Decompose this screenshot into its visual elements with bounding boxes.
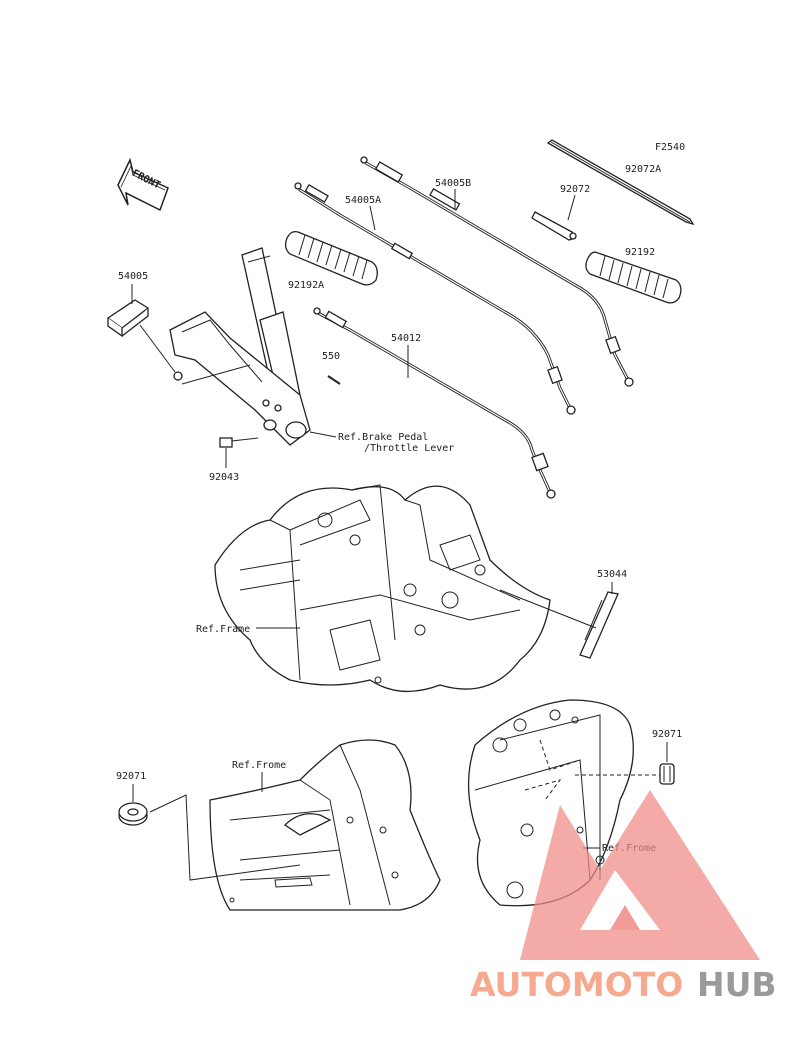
- leader-ref-brake: [309, 431, 337, 438]
- lever-bracket-assembly: [169, 247, 311, 446]
- leader-53044-frame: [499, 589, 597, 629]
- watermark-hub: HUB: [697, 965, 777, 1004]
- pad-53044: [579, 591, 619, 659]
- frame-lower-right: [467, 699, 634, 907]
- grip-92192: [585, 251, 682, 304]
- ref-throttle-lever: /Throttle Lever: [364, 443, 454, 454]
- pin-550: [327, 375, 341, 385]
- label-92072a: 92072A: [625, 164, 661, 175]
- label-92192: 92192: [625, 247, 655, 258]
- ref-frame: Ref.Frame: [196, 624, 250, 635]
- label-54005: 54005: [118, 271, 148, 282]
- grommet-92071-left: [118, 802, 148, 826]
- switch-54005: [106, 299, 183, 381]
- label-54012: 54012: [391, 333, 421, 344]
- cable-54005b: [360, 156, 634, 387]
- label-53044: 53044: [597, 569, 627, 580]
- clamp-92072: [531, 211, 577, 241]
- label-54005a: 54005A: [345, 195, 381, 206]
- leader-switch-link: [181, 364, 251, 385]
- leader-92072: [567, 194, 576, 221]
- label-92043: 92043: [209, 472, 239, 483]
- watermark-automoto: AUTOMOTO: [470, 965, 683, 1004]
- label-92192a: 92192A: [288, 280, 324, 291]
- leader-54005a: [369, 205, 376, 231]
- label-92071-left: 92071: [116, 771, 146, 782]
- label-92071-right: 92071: [652, 729, 682, 740]
- cable-54012: [313, 307, 556, 499]
- automotohub-logo: [520, 790, 760, 960]
- leader-92071-left-frame: [149, 794, 301, 881]
- ref-frome-left: Ref.Frome: [232, 760, 286, 771]
- ref-brake-pedal: Ref.Brake Pedal: [338, 432, 428, 443]
- diagram-code: F2540: [655, 142, 685, 153]
- label-54005b: 54005B: [435, 178, 471, 189]
- grommet-92071-right: [659, 763, 675, 785]
- grip-92192a: [284, 230, 378, 286]
- label-92072: 92072: [560, 184, 590, 195]
- label-550: 550: [322, 351, 340, 362]
- front-arrow-icon: FRONT: [117, 157, 169, 212]
- cable-54005a: [294, 182, 576, 415]
- bolt-92043: [219, 437, 259, 448]
- cable-tie-92072a: [546, 139, 695, 226]
- frame-lower-left: [209, 739, 441, 911]
- frame-upper: [214, 484, 551, 693]
